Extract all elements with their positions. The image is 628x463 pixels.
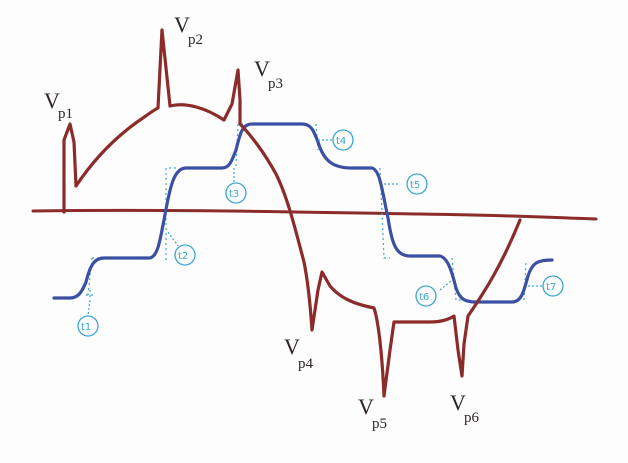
peak-label-vp2-sub: p2 (188, 32, 203, 48)
tag-t5-text: t5 (410, 180, 420, 191)
tag-t2-text: t2 (178, 251, 188, 262)
peak-label-vp2-main: V (174, 12, 190, 37)
peak-label-vp4-sub: p4 (298, 356, 314, 372)
tag-t7-text: t7 (546, 282, 556, 293)
tag-t6: t6 (415, 279, 453, 307)
peak-label-vp1-main: V (44, 88, 60, 113)
peak-label-vp5-sub: p5 (372, 416, 387, 432)
peak-label-vp4-main: V (284, 334, 300, 359)
peak-label-vp3-sub: p3 (268, 76, 283, 92)
tag-t3-text: t3 (229, 189, 239, 200)
tag-t4: t4 (318, 129, 354, 151)
tag-t1: t1 (77, 299, 99, 337)
t1-tick (86, 290, 94, 300)
peak-label-vp2: V p2 (174, 12, 203, 48)
peak-label-vp3: V p3 (254, 56, 283, 92)
tag-t3: t3 (225, 168, 247, 204)
peak-label-vp5-main: V (358, 394, 374, 419)
peak-label-vp6-sub: p6 (464, 410, 480, 426)
peak-label-vp1-sub: p1 (58, 106, 73, 122)
peak-label-vp6-main: V (450, 390, 466, 415)
peak-label-vp3-main: V (254, 56, 270, 81)
tag-t6-text: t6 (419, 292, 429, 303)
zero-axis-line (31, 208, 598, 221)
tag-t7: t7 (528, 275, 564, 297)
peak-label-vp1: V p1 (44, 88, 73, 122)
tag-t2: t2 (167, 231, 196, 266)
tag-t1-text: t1 (81, 322, 91, 333)
peak-label-vp5: V p5 (358, 394, 387, 432)
peak-label-vp4: V p4 (284, 334, 314, 372)
tag-t5: t5 (384, 173, 428, 195)
tag-t4-text: t4 (336, 136, 346, 147)
staircase-waveform (52, 122, 554, 304)
peak-label-vp6: V p6 (450, 390, 480, 426)
sine-waveform-with-spikes (62, 28, 522, 398)
